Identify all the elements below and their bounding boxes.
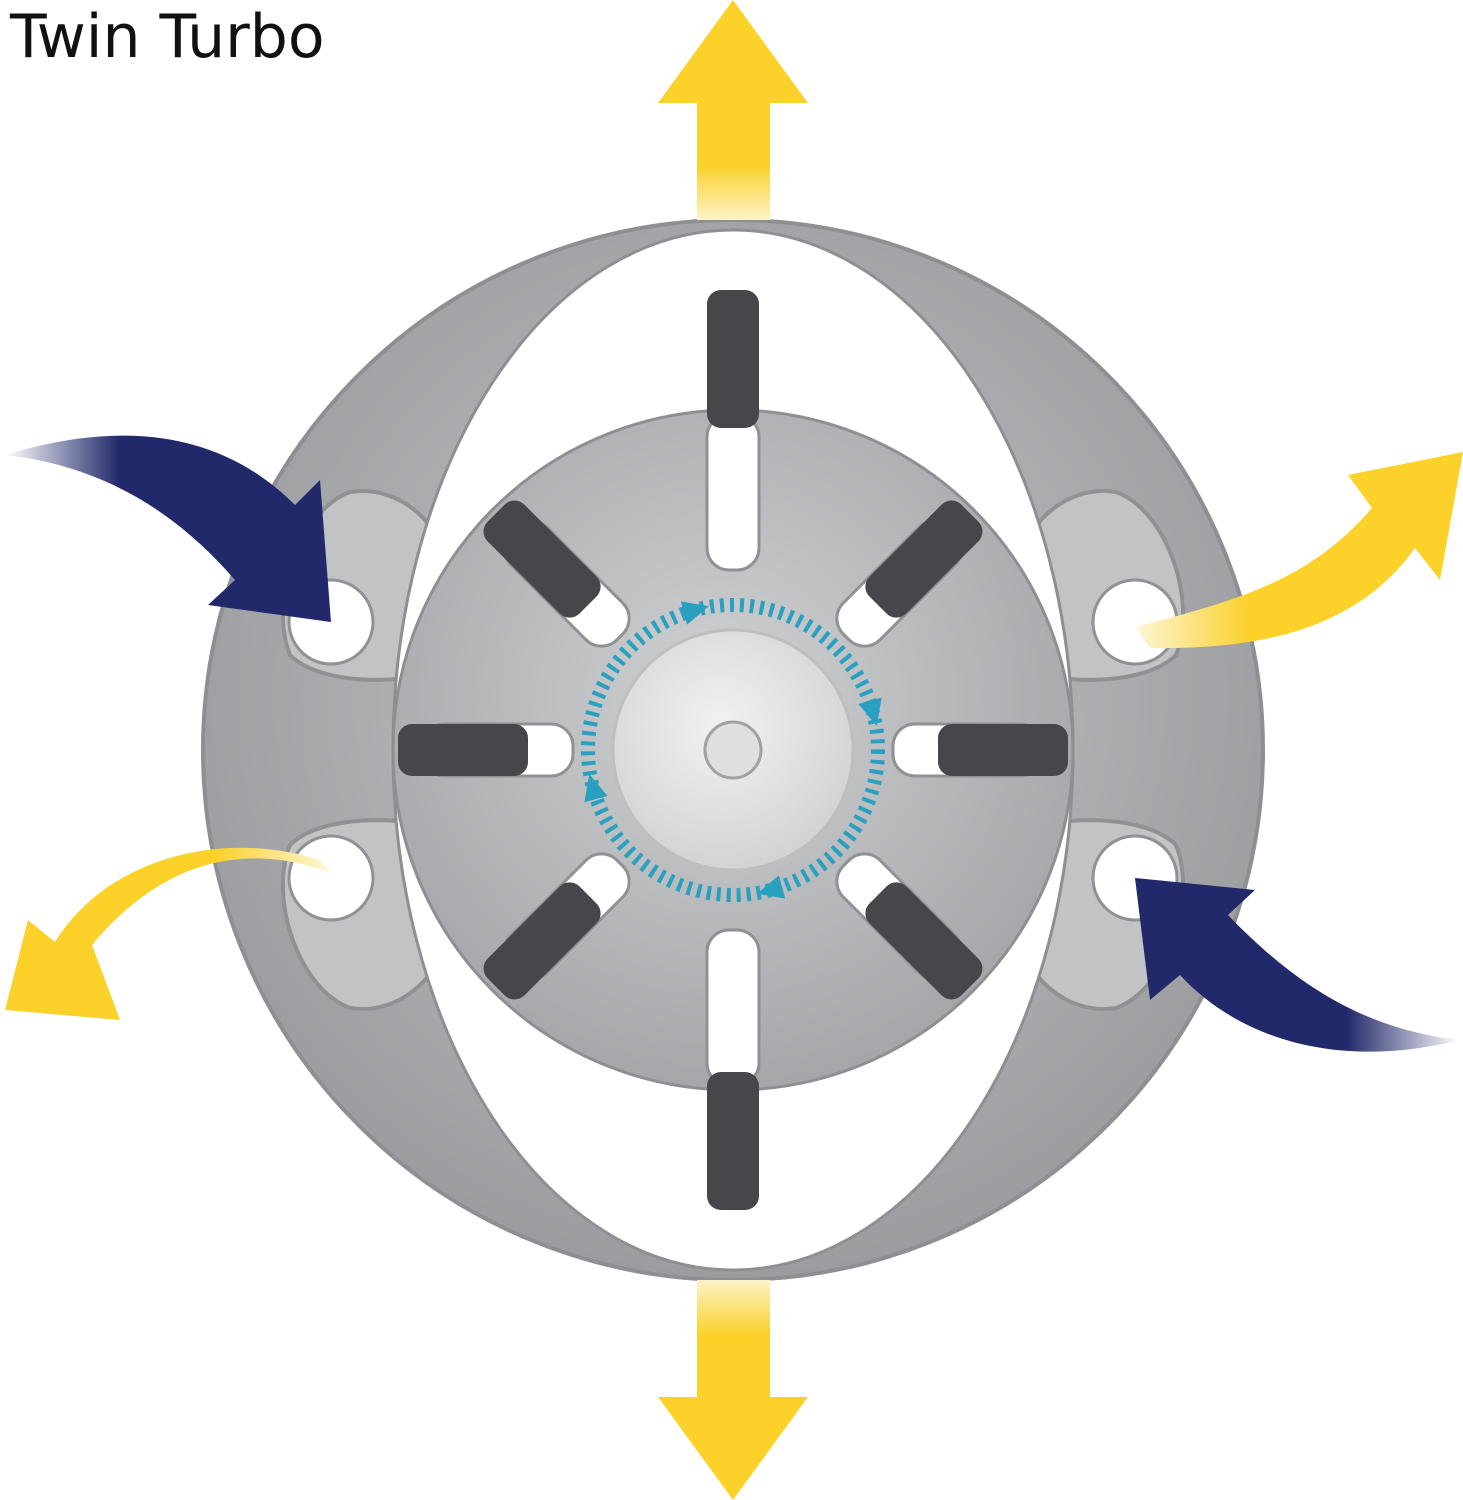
vane-4 (865, 882, 983, 1000)
port-lower-left (287, 834, 375, 922)
rotation-arrowhead-4 (584, 773, 608, 803)
hub-axle (703, 720, 763, 780)
rotation-dash-ring (581, 598, 885, 902)
vane-1 (707, 290, 759, 428)
rotation-arrowhead-1 (680, 601, 710, 625)
intake-arrow-left (5, 435, 331, 622)
vane-2 (865, 500, 983, 618)
vane-3 (938, 724, 1068, 776)
vane-5 (707, 1072, 759, 1210)
rotor-slot-1 (705, 413, 761, 572)
vane-6 (483, 882, 601, 1000)
rotation-indicator (581, 598, 885, 902)
rotation-arrowhead-2 (858, 697, 882, 727)
rotation-arrowhead-3 (756, 875, 786, 899)
exhaust-arrow-bottom (658, 1280, 808, 1500)
exhaust-arrow-right (1135, 452, 1463, 649)
diagram-title: Twin Turbo (10, 2, 325, 72)
rotor-slot-5 (705, 928, 761, 1087)
vanes (398, 290, 1068, 1210)
vane-7 (398, 724, 528, 776)
exhaust-arrow-left (5, 847, 331, 1020)
vane-8 (483, 500, 601, 618)
intake-arrow-right (1135, 878, 1460, 1052)
exhaust-arrow-top (658, 0, 808, 220)
